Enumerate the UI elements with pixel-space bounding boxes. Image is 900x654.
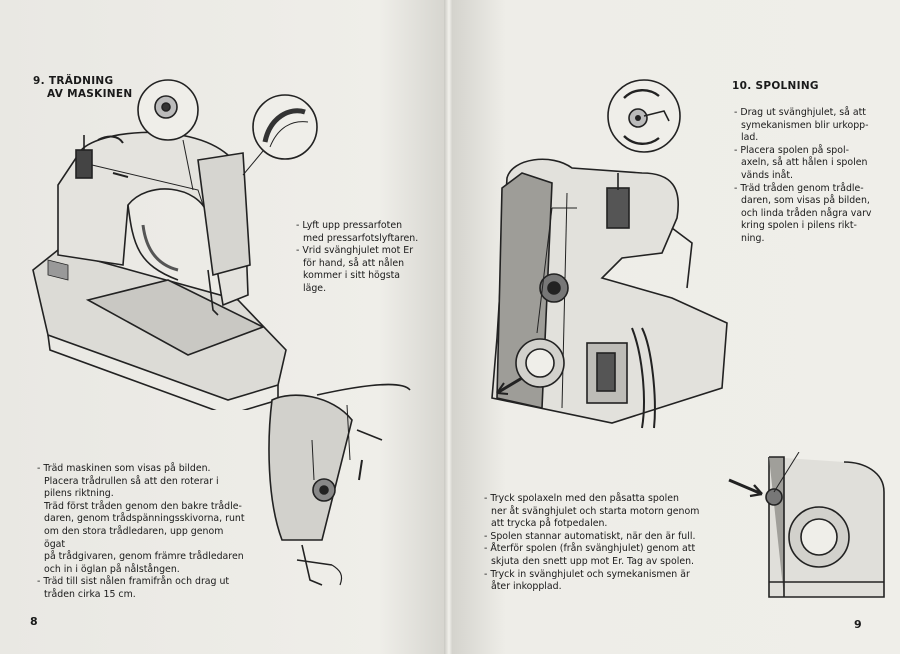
right-page-number: 9	[854, 618, 862, 631]
left-instruction-line: Träd först tråden genom den bakre trådle…	[44, 500, 242, 512]
left-instruction-line: på trådgivaren, genom främre trådledaren	[44, 551, 244, 563]
right-note-line: axeln, så att hålen i spolen	[741, 157, 868, 169]
right-note-line: symekanismen blir urkopp-	[741, 119, 869, 131]
right-instruction-line: åter inkopplad.	[491, 581, 562, 593]
left-note-line: kommer i sitt högsta	[303, 270, 401, 282]
spool-callout-illustration	[607, 79, 681, 153]
right-note-line: ning.	[741, 232, 765, 244]
left-instruction-line: - Träd till sist nålen framifrån och dra…	[37, 576, 230, 588]
left-instruction-line: tråden cirka 15 cm.	[44, 588, 136, 600]
left-instruction-line: daren, genom trådspänningsskivorna, runt	[44, 513, 245, 525]
right-instruction-line: ner åt svänghjulet och starta motorn gen…	[491, 505, 700, 517]
left-note-line: med pressarfotslyftaren.	[303, 232, 419, 244]
left-note-line: - Vrid svänghjulet mot Er	[296, 245, 414, 257]
left-instruction-line: och in i öglan på nålstången.	[44, 563, 180, 575]
right-heading: 10. SPOLNING	[732, 80, 819, 92]
left-page-number: 8	[30, 615, 38, 628]
right-page: 10. SPOLNING	[452, 0, 900, 654]
threading-machine-illustration	[32, 79, 287, 410]
bobbin-winding-machine-illustration	[491, 158, 728, 429]
left-heading-number: 9. TRÄDNING	[33, 75, 114, 87]
right-note-line: vänds inåt.	[741, 169, 793, 181]
right-instruction-line: - Tryck spolaxeln med den påsatta spolen	[484, 493, 679, 504]
left-page: 9. TRÄDNING AV MASKINEN	[0, 0, 446, 654]
needle-threading-illustration	[268, 383, 411, 586]
tension-callout-illustration	[252, 94, 318, 160]
left-instruction-line: om den stora trådledaren, upp genom ögat	[44, 525, 224, 550]
right-instructions: - Tryck spolaxeln med den påsatta spolen…	[484, 493, 744, 594]
left-instruction-line: - Träd maskinen som visas på bilden.	[37, 463, 211, 474]
right-instruction-line: - Återför spolen (från svänghjulet) geno…	[484, 543, 696, 555]
right-instruction-line: att trycka på fotpedalen.	[491, 518, 608, 530]
right-side-note: - Drag ut svänghjulet, så att symekanism…	[734, 107, 874, 246]
right-instruction-line: skjuta den snett upp mot Er. Tag av spol…	[491, 555, 695, 567]
right-note-line: daren, som visas på bilden,	[741, 195, 870, 207]
left-instruction-line: Placera trådrullen så att den roterar i	[44, 475, 219, 487]
left-note-line: läge.	[303, 282, 327, 294]
right-note-line: kring spolen i pilens rikt-	[741, 220, 857, 232]
left-note-line: - Lyft upp pressarfoten	[296, 220, 403, 231]
right-note-line: och linda tråden några varv	[741, 207, 872, 219]
bobbin-detail-illustration	[728, 452, 885, 598]
left-note-line: för hand, så att nålen	[303, 257, 405, 269]
book-gutter	[444, 0, 454, 654]
right-note-line: - Placera spolen på spol-	[734, 144, 849, 156]
right-instruction-line: - Tryck in svänghjulet och symekanismen …	[484, 568, 690, 580]
left-heading-sub: AV MASKINEN	[47, 88, 133, 100]
right-note-line: - Träd tråden genom trådle-	[734, 182, 864, 194]
left-instruction-line: pilens riktning.	[44, 488, 114, 500]
left-side-note: - Lyft upp pressarfoten med pressarfotsl…	[296, 220, 441, 296]
right-note-line: lad.	[741, 132, 759, 144]
right-instruction-line: - Spolen stannar automatiskt, när den är…	[484, 530, 696, 542]
right-note-line: - Drag ut svänghjulet, så att	[734, 107, 866, 118]
left-heading: 9. TRÄDNING AV MASKINEN	[33, 75, 132, 101]
left-instructions: - Träd maskinen som visas på bilden. Pla…	[37, 463, 247, 602]
